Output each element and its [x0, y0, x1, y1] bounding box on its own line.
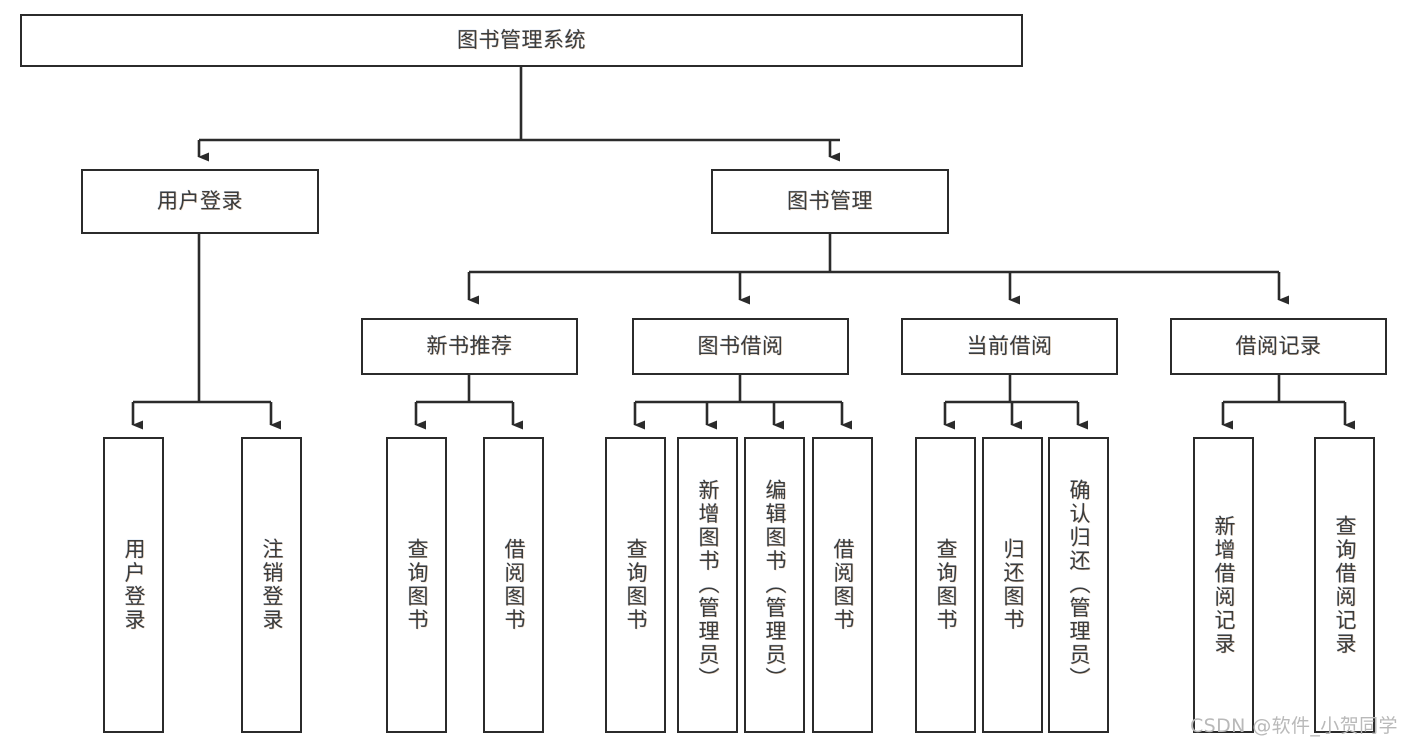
leaf-borrow-edit-book-admin[interactable]: 编辑图书（管理员）	[744, 437, 805, 733]
node-label: 借阅图书	[502, 538, 526, 632]
node-label: 图书管理	[787, 189, 873, 214]
node-borrow-record[interactable]: 借阅记录	[1170, 318, 1387, 375]
node-book-management[interactable]: 图书管理	[711, 169, 949, 234]
leaf-user-login-login[interactable]: 用户登录	[103, 437, 164, 733]
leaf-record-add-record[interactable]: 新增借阅记录	[1193, 437, 1254, 733]
node-label: 图书管理系统	[457, 28, 586, 53]
leaf-new-book-query[interactable]: 查询图书	[386, 437, 447, 733]
node-label: 确认归还（管理员）	[1067, 479, 1091, 691]
node-label: 注销登录	[260, 538, 284, 632]
leaf-current-confirm-return-admin[interactable]: 确认归还（管理员）	[1048, 437, 1109, 733]
node-label: 编辑图书（管理员）	[763, 479, 787, 691]
node-label: 当前借阅	[966, 334, 1053, 359]
node-user-login[interactable]: 用户登录	[81, 169, 319, 234]
leaf-user-login-logout[interactable]: 注销登录	[241, 437, 302, 733]
node-label: 查询图书	[624, 538, 648, 632]
node-label: 用户登录	[157, 189, 243, 214]
leaf-current-query-book[interactable]: 查询图书	[915, 437, 976, 733]
leaf-record-query-record[interactable]: 查询借阅记录	[1314, 437, 1375, 733]
node-label: 归还图书	[1001, 538, 1025, 632]
watermark-text: CSDN @软件_小贺同学	[1190, 715, 1398, 737]
connector-lines	[131, 67, 1355, 430]
node-label: 借阅图书	[831, 538, 855, 632]
node-label: 图书借阅	[697, 334, 784, 359]
node-new-book-recommend[interactable]: 新书推荐	[361, 318, 578, 375]
node-label: 新书推荐	[426, 334, 513, 359]
node-current-borrow[interactable]: 当前借阅	[901, 318, 1118, 375]
leaf-borrow-add-book-admin[interactable]: 新增图书（管理员）	[677, 437, 738, 733]
node-root-system[interactable]: 图书管理系统	[20, 14, 1023, 67]
leaf-current-return-book[interactable]: 归还图书	[982, 437, 1043, 733]
node-label: 新增图书（管理员）	[696, 479, 720, 691]
node-label: 新增借阅记录	[1212, 514, 1236, 656]
leaf-new-book-borrow[interactable]: 借阅图书	[483, 437, 544, 733]
node-label: 查询图书	[934, 538, 958, 632]
leaf-borrow-borrow-book[interactable]: 借阅图书	[812, 437, 873, 733]
node-book-borrow[interactable]: 图书借阅	[632, 318, 849, 375]
node-label: 查询图书	[405, 538, 429, 632]
node-label: 用户登录	[122, 538, 146, 632]
node-label: 借阅记录	[1235, 334, 1322, 359]
node-label: 查询借阅记录	[1333, 514, 1357, 656]
leaf-borrow-query-book[interactable]: 查询图书	[605, 437, 666, 733]
